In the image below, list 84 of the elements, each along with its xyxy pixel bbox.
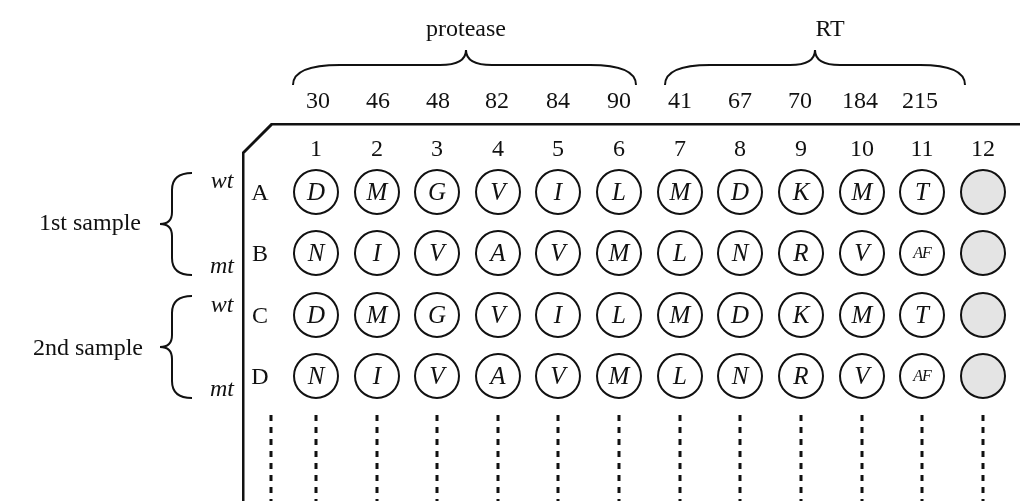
sample-well: AF — [899, 230, 945, 276]
codon-position: 30 — [306, 87, 330, 113]
sample-well: M — [354, 292, 400, 338]
sample-well: M — [657, 292, 703, 338]
row-letter: B — [252, 240, 268, 266]
genotype-label: wt — [210, 167, 234, 193]
group-heading: RT — [815, 15, 845, 41]
codon-position: 84 — [546, 87, 570, 113]
column-number: 4 — [492, 135, 504, 161]
sample-well: D — [717, 292, 763, 338]
column-number: 5 — [552, 135, 564, 161]
column-number: 10 — [850, 135, 874, 161]
group-heading: protease — [426, 15, 506, 41]
empty-well — [960, 169, 1006, 215]
column-number: 12 — [971, 135, 995, 161]
sample-well: M — [839, 169, 885, 215]
sample-well: D — [293, 169, 339, 215]
sample-well: M — [839, 292, 885, 338]
well-plate — [242, 123, 1020, 501]
sample-well: T — [899, 169, 945, 215]
codon-position: 67 — [728, 87, 752, 113]
sample-well: L — [657, 230, 703, 276]
sample-well: N — [293, 353, 339, 399]
column-number: 2 — [371, 135, 383, 161]
sample-label: 1st sample — [39, 209, 141, 235]
column-number: 9 — [795, 135, 807, 161]
sample-well: L — [657, 353, 703, 399]
genotype-label: wt — [210, 291, 234, 317]
sample-well: V — [839, 353, 885, 399]
sample-well: R — [778, 230, 824, 276]
column-number: 8 — [734, 135, 746, 161]
sample-well: K — [778, 169, 824, 215]
sample-well: N — [717, 230, 763, 276]
codon-position: 70 — [788, 87, 812, 113]
sample-well: A — [475, 230, 521, 276]
sample-well: I — [354, 230, 400, 276]
sample-well: G — [414, 292, 460, 338]
codon-position: 46 — [366, 87, 390, 113]
sample-well: N — [717, 353, 763, 399]
sample-well: M — [657, 169, 703, 215]
genotype-label: mt — [210, 375, 234, 401]
sample-well: V — [535, 230, 581, 276]
sample-well: L — [596, 169, 642, 215]
sample-well: N — [293, 230, 339, 276]
sample-well: AF — [899, 353, 945, 399]
genotype-label: mt — [210, 252, 234, 278]
empty-well — [960, 230, 1006, 276]
sample-well: I — [354, 353, 400, 399]
row-letter: D — [251, 363, 269, 389]
sample-well: M — [596, 230, 642, 276]
column-number: 11 — [910, 135, 934, 161]
sample-well: A — [475, 353, 521, 399]
row-letter: A — [251, 179, 269, 205]
sample-well: V — [475, 292, 521, 338]
codon-position: 215 — [902, 87, 938, 113]
codon-position: 41 — [668, 87, 692, 113]
column-number: 3 — [431, 135, 443, 161]
sample-well: M — [354, 169, 400, 215]
column-number: 7 — [674, 135, 686, 161]
sample-well: D — [717, 169, 763, 215]
sample-well: R — [778, 353, 824, 399]
sample-well: V — [414, 353, 460, 399]
sample-well: V — [535, 353, 581, 399]
sample-well: M — [596, 353, 642, 399]
column-number: 1 — [310, 135, 322, 161]
sample-well: T — [899, 292, 945, 338]
sample-well: V — [839, 230, 885, 276]
empty-well — [960, 292, 1006, 338]
sample-well: V — [475, 169, 521, 215]
sample-well: K — [778, 292, 824, 338]
codon-position: 90 — [607, 87, 631, 113]
codon-position: 184 — [842, 87, 878, 113]
sample-well: G — [414, 169, 460, 215]
row-letter: C — [252, 302, 268, 328]
sample-label: 2nd sample — [33, 334, 143, 360]
codon-position: 82 — [485, 87, 509, 113]
column-number: 6 — [613, 135, 625, 161]
empty-well — [960, 353, 1006, 399]
codon-position: 48 — [426, 87, 450, 113]
sample-well: D — [293, 292, 339, 338]
sample-well: I — [535, 169, 581, 215]
sample-well: V — [414, 230, 460, 276]
sample-well: I — [535, 292, 581, 338]
sample-well: L — [596, 292, 642, 338]
